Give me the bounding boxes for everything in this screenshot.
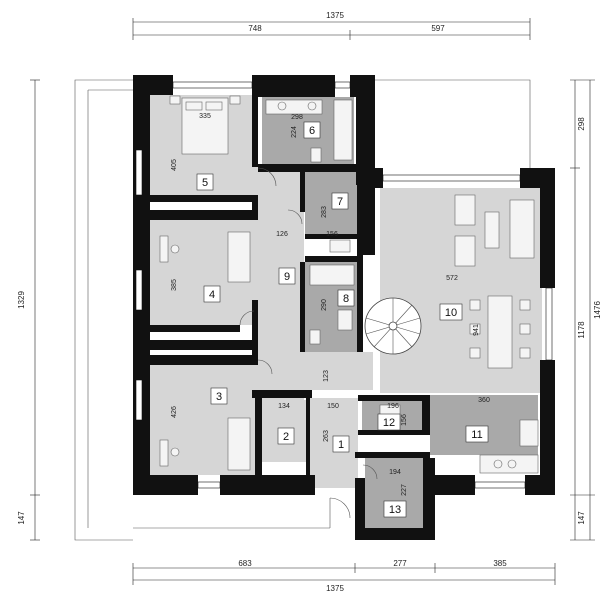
dim-bottom-total: 1375 [326, 584, 344, 593]
room-6-number: 6 [309, 125, 315, 137]
room10-depth: 941 [473, 324, 480, 336]
room-measurements: 335 405 298 224 283 156 385 126 290 572 … [171, 113, 490, 496]
room-5-number: 5 [202, 177, 208, 189]
room2-width: 134 [278, 403, 290, 410]
dim-top-left: 748 [248, 24, 262, 33]
room7-width: 156 [326, 231, 338, 238]
room5-depth: 405 [171, 159, 178, 171]
spiral-stair [364, 297, 422, 355]
room10-width: 572 [446, 275, 458, 282]
room-9-number: 9 [284, 271, 290, 283]
room-8-number: 8 [343, 293, 349, 305]
hall-depth: 123 [323, 370, 330, 382]
dim-right-total: 1476 [593, 301, 602, 319]
dim-bottom-mid: 277 [393, 559, 407, 568]
room9-width: 126 [276, 231, 288, 238]
room12-width: 196 [387, 403, 399, 410]
dimension-labels: 1375 748 597 683 277 385 1375 1329 147 2… [17, 11, 602, 593]
room-numbers: 5 6 7 4 9 8 10 3 2 1 12 11 13 [196, 121, 489, 518]
room-11-number: 11 [471, 429, 482, 441]
terrace-outline [74, 79, 531, 541]
room1-depth: 263 [323, 430, 330, 442]
room6-width: 298 [291, 114, 303, 121]
dining-table [487, 295, 513, 369]
dim-left-total: 1329 [17, 291, 26, 309]
room-12-number: 12 [383, 417, 395, 429]
room3-depth: 426 [171, 406, 178, 418]
room13-depth: 227 [401, 484, 408, 496]
room-3-number: 3 [216, 391, 222, 403]
dim-right-top: 298 [577, 117, 586, 131]
dimension-lines [30, 18, 595, 585]
dim-bottom-right: 385 [493, 559, 507, 568]
room-1-number: 1 [338, 439, 344, 451]
room-7-number: 7 [337, 196, 343, 208]
walls [133, 75, 555, 540]
dim-top-right: 597 [431, 24, 445, 33]
bathtub [333, 99, 353, 161]
room-10-number: 10 [445, 307, 457, 319]
room5-width: 335 [199, 113, 211, 120]
room6-depth: 224 [291, 126, 298, 138]
room8-depth: 290 [321, 299, 328, 311]
room12-depth: 156 [401, 414, 408, 426]
furniture [159, 95, 539, 474]
dim-right-bottom: 147 [577, 511, 586, 525]
doors [239, 167, 378, 528]
room1-width: 150 [327, 403, 339, 410]
room-4-number: 4 [209, 289, 215, 301]
room-2-number: 2 [283, 431, 289, 443]
dim-bottom-left: 683 [238, 559, 252, 568]
dim-right-mid: 1178 [577, 321, 586, 339]
dim-top-total: 1375 [326, 11, 344, 20]
room4-depth: 385 [171, 279, 178, 291]
room13-width: 194 [389, 469, 401, 476]
room-13-number: 13 [389, 504, 401, 516]
room11-width: 360 [478, 397, 490, 404]
room7-depth: 283 [321, 206, 328, 218]
dim-left-bottom: 147 [17, 511, 26, 525]
